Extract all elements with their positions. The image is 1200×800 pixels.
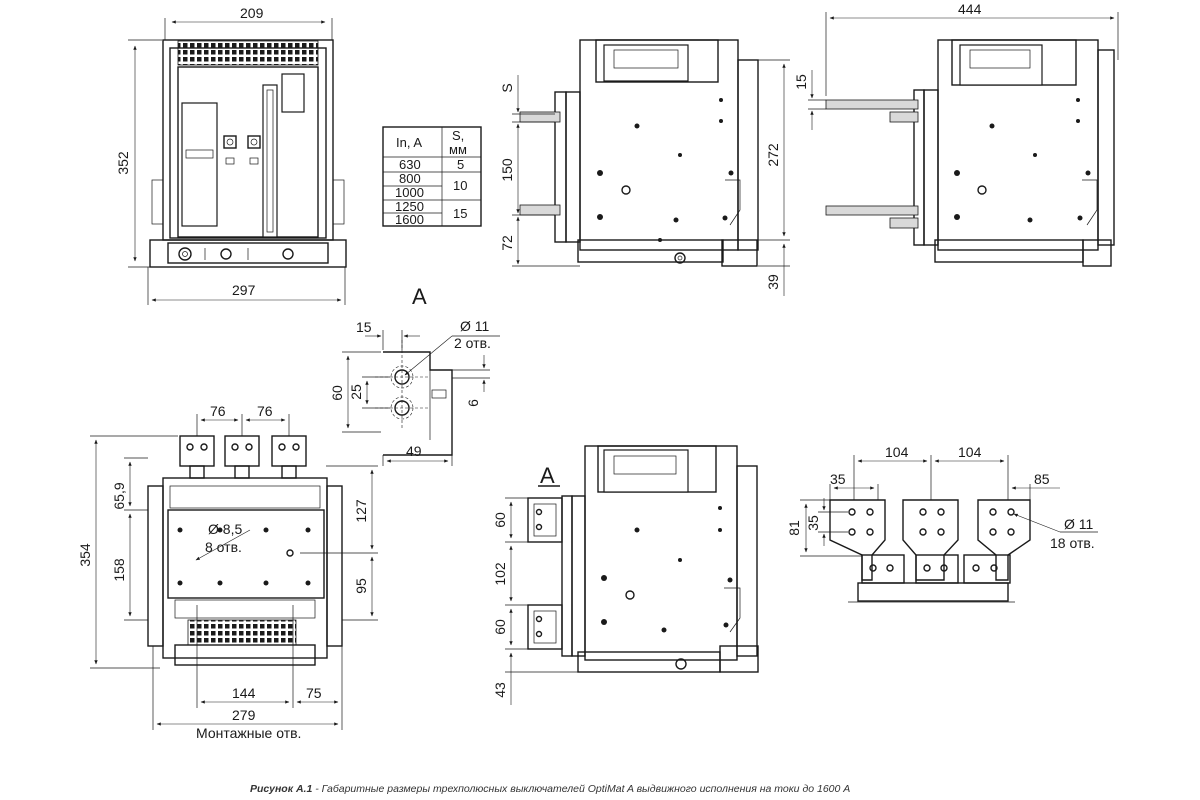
- dim-104-right: 104: [958, 444, 982, 460]
- top-view: 76 76 354 65,9 158: [77, 403, 378, 741]
- table-cell-15: 15: [453, 206, 467, 221]
- front-view: 209 352 297: [115, 5, 347, 305]
- dim-76-right: 76: [257, 403, 273, 419]
- bottom-vent-grid: [187, 619, 297, 646]
- dim-39: 39: [765, 274, 781, 290]
- dim-297: 297: [232, 282, 256, 298]
- dim-15-side: 15: [793, 74, 809, 90]
- table-cell-10: 10: [453, 178, 467, 193]
- dim-279: 279: [232, 707, 256, 723]
- dim-158: 158: [111, 558, 127, 582]
- dim-a-25: 25: [348, 384, 364, 400]
- dim-81: 81: [786, 520, 802, 536]
- table-head-in: In, A: [396, 135, 422, 150]
- dim-76-left: 76: [210, 403, 226, 419]
- caption-text: - Габаритные размеры трехполюсных выключ…: [312, 783, 850, 795]
- view-a-label-2: A: [540, 463, 555, 488]
- dim-144: 144: [232, 685, 256, 701]
- current-table: In, A S, мм 630 5 800 1000 10 1250 1600 …: [382, 126, 482, 227]
- dim-35-top: 35: [830, 471, 846, 487]
- dim-104-left: 104: [885, 444, 909, 460]
- dim-65-9: 65,9: [111, 482, 127, 509]
- side-view-3: A: [492, 445, 759, 705]
- view-a-detail: A 15 Ø 11 2 отв. 60 25: [329, 284, 500, 466]
- dim-b-60-bottom: 60: [492, 619, 508, 635]
- terminals-view: 104 104 35 85 81 35: [786, 444, 1098, 603]
- table-cell-800: 800: [399, 171, 421, 186]
- dim-75: 75: [306, 685, 322, 701]
- dim-dia-8-5: Ø 8,5: [208, 521, 242, 537]
- dim-a-15: 15: [356, 319, 372, 335]
- table-head-mm: мм: [449, 142, 467, 157]
- dim-444: 444: [958, 1, 982, 17]
- table-cell-630: 630: [399, 157, 421, 172]
- dim-a-60: 60: [329, 385, 345, 401]
- dim-72: 72: [499, 235, 515, 251]
- dim-127: 127: [353, 499, 369, 523]
- dim-150: 150: [499, 158, 515, 182]
- side-view-1: S 150 72 272 39: [499, 39, 790, 296]
- dim-b-102: 102: [492, 562, 508, 586]
- dim-a-49: 49: [406, 443, 422, 459]
- dim-a-dia11: Ø 11: [460, 318, 490, 334]
- figure-caption: Рисунок А.1 - Габаритные размеры трехпол…: [250, 783, 850, 795]
- dim-b-60-top: 60: [492, 512, 508, 528]
- table-cell-1000: 1000: [395, 185, 424, 200]
- mounting-holes-label: Монтажные отв.: [196, 725, 301, 741]
- dim-dia-11-b: Ø 11: [1064, 516, 1094, 532]
- dim-95: 95: [353, 578, 369, 594]
- dim-352: 352: [115, 151, 131, 175]
- dim-a-2holes: 2 отв.: [454, 335, 491, 351]
- dim-a-6: 6: [465, 399, 481, 407]
- dim-8-holes: 8 отв.: [205, 539, 242, 555]
- dim-354: 354: [77, 543, 93, 567]
- table-cell-5: 5: [457, 157, 464, 172]
- caption-number: Рисунок А.1: [250, 783, 312, 795]
- side-view-2: 444 15: [793, 1, 1119, 267]
- dim-85: 85: [1034, 471, 1050, 487]
- dim-35-side: 35: [805, 515, 821, 531]
- dim-s: S: [499, 83, 515, 92]
- table-head-s: S,: [452, 128, 464, 143]
- dim-272: 272: [765, 143, 781, 167]
- table-cell-1250: 1250: [395, 199, 424, 214]
- dim-b-43: 43: [492, 682, 508, 698]
- view-a-label: A: [412, 284, 427, 309]
- dim-209: 209: [240, 5, 264, 21]
- table-cell-1600: 1600: [395, 212, 424, 227]
- top-vent-grid: [177, 40, 319, 66]
- dim-18-holes: 18 отв.: [1050, 535, 1095, 551]
